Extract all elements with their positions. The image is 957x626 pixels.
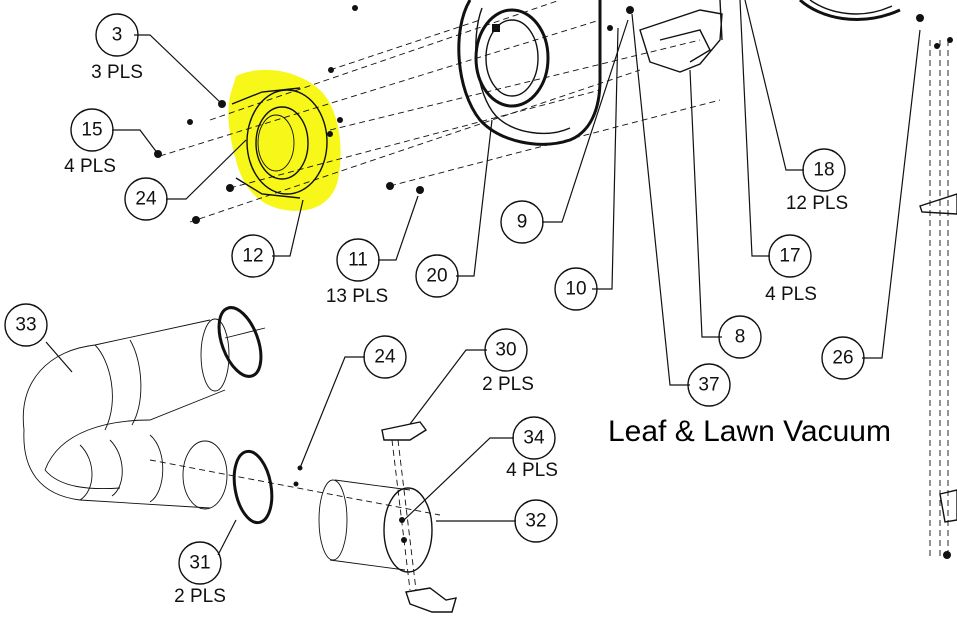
callout-c8: 8 bbox=[718, 315, 762, 359]
callout-c24a: 24 bbox=[124, 177, 168, 221]
callout-number: 31 bbox=[189, 553, 210, 574]
callout-quantity: 4 PLS bbox=[506, 460, 558, 481]
callout-number: 37 bbox=[698, 375, 719, 396]
callout-number: 24 bbox=[135, 189, 157, 210]
callout-c20: 20 bbox=[415, 254, 459, 298]
callout-bubble bbox=[178, 541, 222, 585]
flange-inner bbox=[255, 106, 309, 180]
callout-number: 24 bbox=[374, 347, 396, 368]
callout-c34: 34 4 PLS bbox=[506, 416, 558, 481]
callout-number: 34 bbox=[523, 428, 545, 449]
callout-c3: 3 3 PLS bbox=[91, 13, 143, 83]
callout-c18: 18 12 PLS bbox=[786, 148, 848, 214]
leader-lines bbox=[45, 0, 921, 556]
callout-c24b: 24 bbox=[363, 335, 407, 379]
callout-number: 15 bbox=[81, 120, 102, 141]
callout-quantity: 2 PLS bbox=[174, 586, 226, 607]
callout-number: 32 bbox=[525, 511, 546, 532]
callout-c32: 32 bbox=[514, 499, 558, 543]
callout-quantity: 13 PLS bbox=[326, 286, 388, 307]
callout-quantity: 4 PLS bbox=[64, 156, 116, 177]
callout-number: 33 bbox=[15, 315, 36, 336]
callout-c31: 31 2 PLS bbox=[174, 541, 226, 607]
highlighted-part bbox=[228, 69, 341, 211]
callout-number: 11 bbox=[348, 250, 368, 271]
callout-quantity: 3 PLS bbox=[91, 62, 143, 83]
assembly-axes bbox=[159, 0, 721, 223]
callout-number: 12 bbox=[242, 246, 263, 267]
callout-number: 20 bbox=[426, 266, 447, 287]
callout-c26: 26 bbox=[821, 336, 865, 380]
callout-c15: 15 4 PLS bbox=[64, 108, 116, 177]
callout-quantity: 2 PLS bbox=[482, 374, 534, 395]
callout-bubble bbox=[4, 303, 48, 347]
callout-c33: 33 bbox=[4, 303, 48, 347]
right-components bbox=[798, 0, 957, 560]
callout-c30: 30 2 PLS bbox=[482, 328, 534, 395]
callout-c10: 10 bbox=[554, 267, 598, 311]
hose-assembly bbox=[22, 306, 457, 613]
callout-number: 8 bbox=[735, 327, 746, 348]
callout-number: 30 bbox=[495, 340, 516, 361]
callout-c11: 11 13 PLS bbox=[326, 238, 388, 307]
callout-c9: 9 bbox=[500, 200, 544, 244]
callout-layer: 3 3 PLS 15 4 PLS 24 12 11 13 PLS 20 9 10 37 8 17 4 PLS… bbox=[4, 13, 865, 607]
blower-housing bbox=[457, 0, 602, 146]
impeller-part bbox=[639, 0, 723, 73]
callout-quantity: 12 PLS bbox=[786, 193, 848, 214]
callout-c17: 17 4 PLS bbox=[765, 234, 817, 305]
callout-quantity: 4 PLS bbox=[765, 284, 817, 305]
diagram-title: Leaf & Lawn Vacuum bbox=[608, 415, 891, 448]
callout-c37: 37 bbox=[687, 363, 731, 407]
flange-edges bbox=[231, 87, 301, 199]
callout-number: 18 bbox=[813, 160, 834, 181]
callout-number: 10 bbox=[565, 279, 586, 300]
fasteners bbox=[154, 5, 953, 224]
flange-bore bbox=[257, 114, 295, 172]
callout-number: 26 bbox=[832, 348, 853, 369]
callout-number: 17 bbox=[779, 246, 800, 267]
callout-number: 3 bbox=[112, 25, 123, 46]
callout-c12: 12 bbox=[231, 234, 275, 278]
callout-number: 9 bbox=[517, 212, 528, 233]
